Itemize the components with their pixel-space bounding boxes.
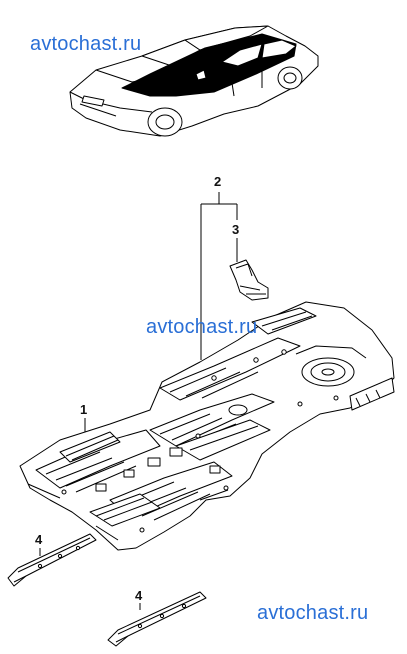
callout-part-2: 2 <box>214 174 222 189</box>
floor-pan-assembly-icon <box>19 301 395 551</box>
callout-part-4-upper: 4 <box>35 532 43 547</box>
callout-part-4-lower: 4 <box>135 588 143 603</box>
car-overview-icon <box>69 25 319 137</box>
callout-part-3: 3 <box>232 222 240 237</box>
callout-part-1: 1 <box>80 402 88 417</box>
watermark-top: avtochast.ru <box>30 33 142 55</box>
part-4-sill-member-lower-icon <box>107 591 207 647</box>
watermark-bottom: avtochast.ru <box>257 602 369 624</box>
part-4-sill-member-upper-icon <box>7 533 97 587</box>
part-3-bracket-icon <box>229 259 269 301</box>
watermark-middle: avtochast.ru <box>146 316 258 338</box>
